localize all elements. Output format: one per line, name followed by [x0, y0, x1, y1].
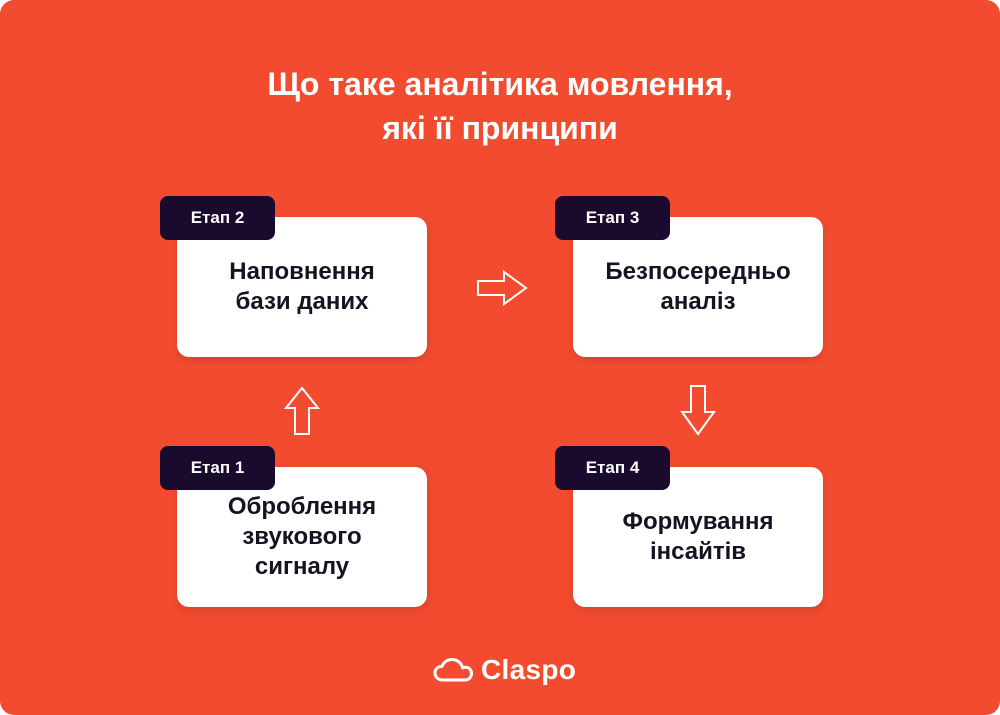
- step-1-badge: Етап 1: [160, 446, 275, 490]
- step-4-box: Формування інсайтів: [573, 467, 823, 607]
- step-3-line-2: аналіз: [660, 288, 736, 315]
- cloud-logo-icon: [433, 658, 473, 682]
- arrow-up-icon: [284, 386, 320, 435]
- brand-logo: Claspo: [433, 652, 576, 688]
- step-3-badge: Етап 3: [555, 196, 670, 240]
- step-4-line-2: інсайтів: [649, 538, 747, 565]
- step-4-badge: Етап 4: [555, 446, 670, 490]
- step-2-box: Наповнення бази даних: [177, 217, 427, 357]
- title-line-1: Що таке аналітика мовлення,: [267, 66, 733, 102]
- step-1-label: Оброблення звукового сигналу: [187, 492, 417, 582]
- step-2-label: Наповнення бази даних: [187, 257, 417, 317]
- step-2-badge: Етап 2: [160, 196, 275, 240]
- arrow-down-icon: [680, 385, 716, 436]
- arrow-right-icon: [477, 270, 528, 306]
- title-line-2: які її принципи: [382, 110, 618, 146]
- step-1-box: Оброблення звукового сигналу: [177, 467, 427, 607]
- step-1-line-3: сигналу: [254, 553, 350, 580]
- logo-text: Claspo: [481, 654, 577, 685]
- step-3-label: Безпосередньо аналіз: [583, 257, 813, 317]
- step-1-line-1: Оброблення: [227, 493, 377, 520]
- step-1-line-2: звукового: [242, 523, 362, 550]
- step-4-label: Формування інсайтів: [583, 507, 813, 567]
- step-3-line-1: Безпосередньо: [605, 258, 791, 285]
- step-4-line-1: Формування: [622, 508, 774, 535]
- page-title: Що таке аналітика мовлення, які її принц…: [0, 62, 1000, 150]
- step-2-line-1: Наповнення: [229, 258, 375, 285]
- step-2-line-2: бази даних: [235, 288, 369, 315]
- step-3-box: Безпосередньо аналіз: [573, 217, 823, 357]
